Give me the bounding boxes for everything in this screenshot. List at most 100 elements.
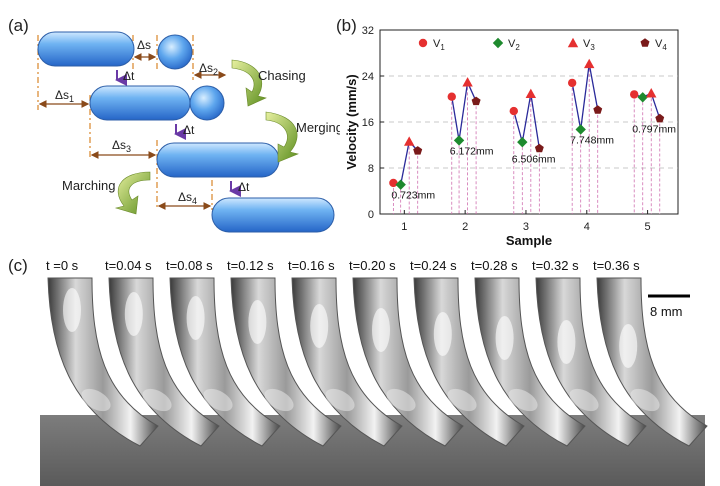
- droplet-highlight: [619, 324, 638, 368]
- frame-8: [474, 277, 586, 447]
- droplet-highlight: [433, 312, 452, 356]
- legend-v3-label: V3: [583, 38, 595, 52]
- droplet-reflection: [386, 388, 416, 412]
- label-dt-2: Δt: [183, 123, 195, 137]
- legend-v1-marker-icon: [418, 38, 428, 48]
- sample-2-v3-marker: [462, 77, 473, 87]
- frame-9: [535, 277, 647, 447]
- sample-5-distance-label: 0.797mm: [632, 124, 676, 136]
- label-ds1-sub: 1: [69, 94, 74, 104]
- x-tick-label: 3: [523, 221, 529, 233]
- schematic-diagram: Δs Δs2 Δs1 Δs3 Δs4 Δt Δt Δt Chasing Merg…: [37, 31, 340, 233]
- droplet-reflection: [508, 388, 538, 412]
- droplet-highlight: [372, 308, 390, 352]
- y-tick-label: 24: [362, 71, 374, 83]
- panel-label-b: (b): [336, 16, 357, 35]
- sample-2-distance-label: 6.172mm: [450, 145, 494, 157]
- frame-2: [108, 277, 220, 447]
- label-ds4: Δs: [178, 190, 192, 204]
- time-label-6: t=0.20 s: [349, 258, 396, 273]
- x-tick-label: 2: [462, 221, 468, 233]
- y-axis-label: Velocity (mm/s): [345, 74, 359, 169]
- sample-1-v1-marker: [389, 178, 398, 188]
- time-label-8: t=0.28 s: [471, 258, 518, 273]
- legend-item-v1: V1: [418, 38, 445, 52]
- legend-v4-label: V4: [655, 38, 667, 52]
- droplet-reflection: [447, 388, 477, 412]
- y-tick-label: 8: [368, 163, 374, 175]
- sample-5-v3-marker: [646, 88, 657, 98]
- sample-1-v3-marker: [403, 136, 415, 146]
- y-tick-label: 32: [362, 25, 374, 37]
- sample-1-v2-marker: [395, 179, 406, 190]
- frame-1: [47, 277, 159, 447]
- sample-3-v2-marker: [517, 136, 528, 148]
- y-tick-label: 16: [362, 117, 374, 129]
- frame-3: [169, 277, 281, 447]
- droplet-highlight: [186, 296, 205, 340]
- time-label-1: t =0 s: [46, 258, 79, 273]
- chasing-arrow-icon: [231, 59, 267, 107]
- sample-4-line: [571, 63, 599, 130]
- label-ds: Δs: [137, 38, 151, 52]
- label-chasing: Chasing: [258, 68, 306, 83]
- time-label-4: t=0.12 s: [227, 258, 274, 273]
- sample-3-line: [513, 93, 540, 149]
- legend-item-v2: V2: [492, 37, 520, 52]
- droplet-reflection: [325, 388, 355, 412]
- droplet-row-4: [211, 197, 335, 233]
- scale-bar-label: 8 mm: [650, 304, 683, 319]
- frame-6: [352, 277, 464, 447]
- sample-3-v3-marker: [525, 88, 537, 99]
- legend-item-v3: V3: [567, 37, 595, 52]
- sample-3-distance-label: 6.506mm: [512, 153, 556, 165]
- panel-label-c: (c): [8, 256, 28, 275]
- sample-4-v4-marker: [593, 105, 603, 114]
- droplet-highlight: [557, 320, 576, 364]
- droplet-reflection: [569, 388, 599, 412]
- sample-3-v4-marker: [534, 143, 544, 153]
- droplet-reflection: [81, 388, 111, 412]
- droplet-highlight: [124, 292, 143, 336]
- tube: [596, 277, 708, 447]
- svg-text:Δs3: Δs3: [112, 138, 131, 154]
- svg-text:Δs4: Δs4: [178, 190, 197, 206]
- legend-item-v4: V4: [640, 38, 667, 52]
- sample-4-distance-label: 7.748mm: [570, 134, 614, 146]
- sample-1-v4-marker: [413, 146, 423, 155]
- sample-2-v1-marker: [447, 92, 456, 101]
- sample-5-v1-marker: [630, 90, 639, 99]
- label-ds2: Δs: [199, 61, 213, 75]
- droplet-highlight: [63, 288, 81, 332]
- droplet-reflection: [142, 388, 172, 412]
- label-ds2-sub: 2: [213, 67, 218, 77]
- time-label-7: t=0.24 s: [410, 258, 457, 273]
- sample-4-v1-marker: [567, 78, 577, 88]
- time-label-10: t=0.36 s: [593, 258, 640, 273]
- sample-4-v3-marker: [584, 58, 595, 69]
- sample-2-v2-marker: [453, 135, 465, 146]
- droplet-reflection: [203, 388, 233, 412]
- x-tick-label: 1: [401, 221, 407, 233]
- x-tick-label: 4: [584, 221, 590, 233]
- sample-4-v2-marker: [575, 124, 586, 135]
- y-tick-label: 0: [368, 209, 374, 221]
- sample-5-line: [634, 92, 661, 119]
- sample-1-distance-label: 0.723mm: [391, 190, 435, 202]
- time-label-5: t=0.16 s: [288, 258, 335, 273]
- scale-bar: 8 mm: [648, 294, 690, 319]
- droplet-row-1: [37, 31, 193, 70]
- legend-v4-marker-icon: [640, 38, 650, 47]
- label-ds3-sub: 3: [126, 144, 131, 154]
- sample-2-v4-marker: [471, 96, 481, 106]
- sample-1-line: [393, 140, 419, 186]
- legend-v2-marker-icon: [492, 37, 504, 49]
- droplet-highlight: [310, 304, 329, 348]
- time-label-2: t=0.04 s: [105, 258, 152, 273]
- legend-v3-marker-icon: [567, 37, 579, 48]
- droplet-highlight: [248, 300, 267, 344]
- legend-v2-label: V2: [508, 38, 520, 52]
- droplet-highlight: [495, 316, 514, 360]
